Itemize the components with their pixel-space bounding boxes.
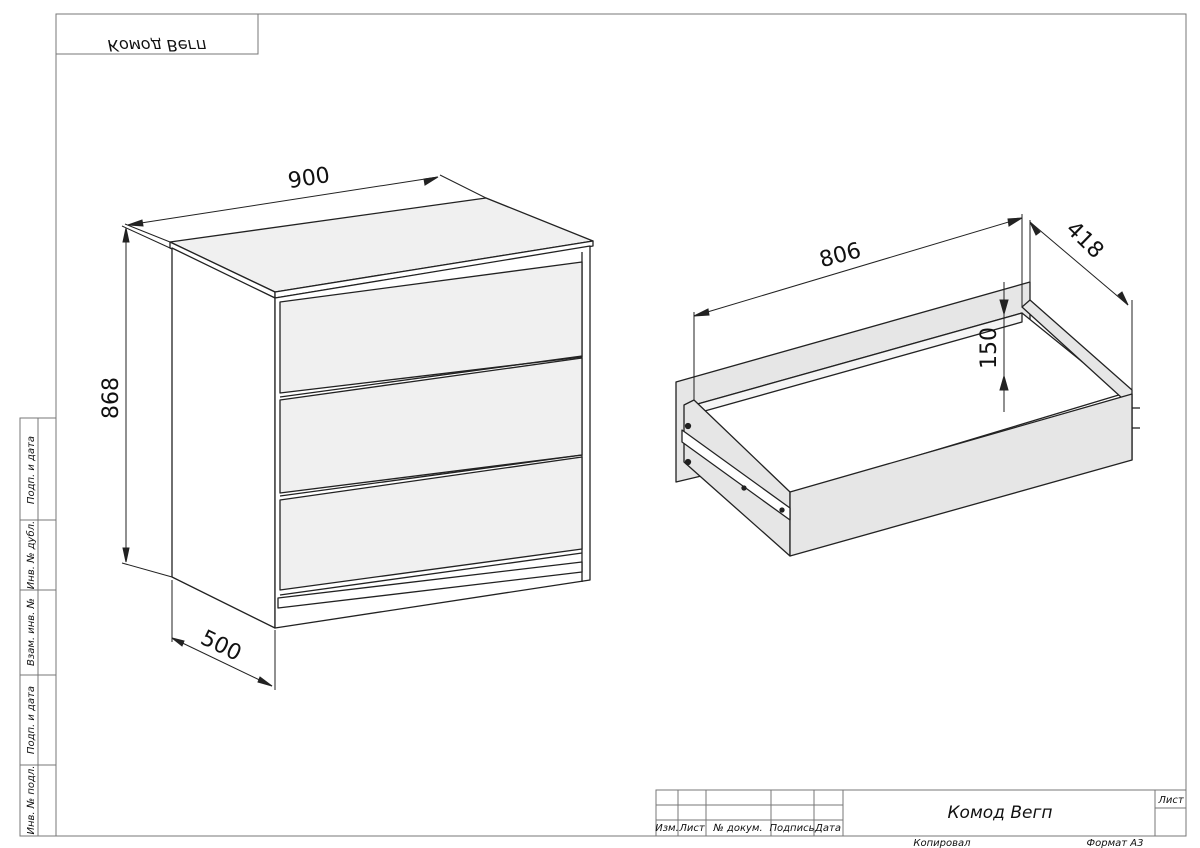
side-stamp-label-2: Инв. № дубл. <box>25 521 37 589</box>
drawer-depth-label: 418 <box>1061 217 1109 264</box>
title-block-format: Формат А3 <box>1087 838 1144 848</box>
chest-height-label: 868 <box>99 377 124 419</box>
chest-dimensions <box>121 174 487 690</box>
side-stamp <box>19 417 57 837</box>
title-col-date: Дата <box>814 823 841 834</box>
side-stamp-label-1: Подп. и дата <box>26 436 37 504</box>
drawer-dimensions <box>693 214 1133 412</box>
side-stamp-label-3: Взам. инв. № <box>26 598 37 666</box>
title-col-sign: Подпись <box>770 823 815 834</box>
title-block-name: Комод Вегп <box>947 803 1052 823</box>
chest-drawer-front-1 <box>279 261 583 394</box>
chest-side-panel <box>171 247 276 629</box>
title-block-copied: Копировал <box>913 838 971 848</box>
drawer-drawing <box>675 281 1140 557</box>
drawer-length-label: 806 <box>817 238 864 273</box>
title-col-doc: № докум. <box>712 823 762 834</box>
chest-depth-label: 500 <box>196 626 245 667</box>
drawer-height-label: 150 <box>977 327 1002 369</box>
title-col-izm: Изм. <box>655 823 679 834</box>
chest-drawing <box>169 197 594 629</box>
top-label-box: Комод Вегп <box>55 13 259 55</box>
side-stamp-label-4: Подп. и дата <box>26 686 37 754</box>
chest-drawer-front-3 <box>279 456 583 591</box>
top-label-text: Комод Вегп <box>108 36 207 55</box>
title-block <box>655 789 1187 837</box>
title-block-sheet-label: Лист <box>1157 795 1185 806</box>
chest-width-label: 900 <box>286 163 331 194</box>
drawer-front-panel <box>789 393 1133 557</box>
drawer-slide-rail <box>681 429 791 521</box>
side-stamp-label-5: Инв. № подл. <box>26 766 37 835</box>
title-col-list: Лист <box>678 823 706 834</box>
